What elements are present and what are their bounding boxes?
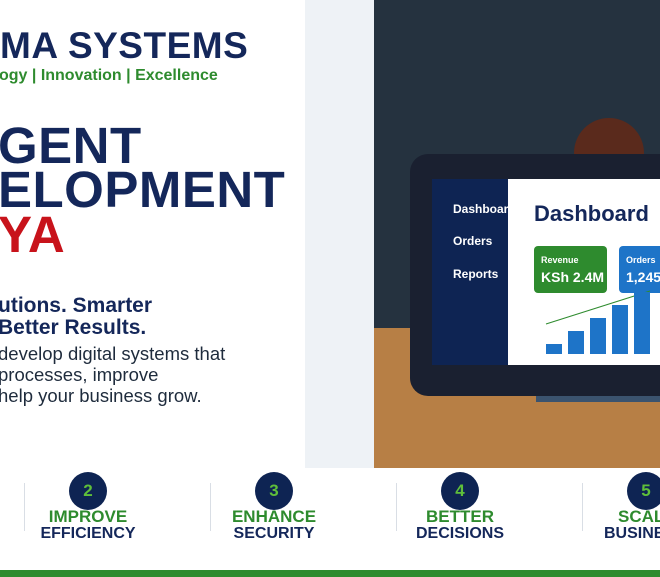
dashboard-nav-dashboard: Dashboard — [453, 202, 516, 216]
feature-number-badge: 2 — [69, 472, 107, 510]
dashboard-nav-reports: Reports — [453, 267, 499, 281]
company-name: MA SYSTEMS — [0, 25, 249, 66]
feature-number-badge: 4 — [441, 472, 479, 510]
feature-number-badge: 3 — [255, 472, 293, 510]
feature-separator — [582, 483, 583, 531]
chart-bar — [568, 331, 584, 354]
hero-title-line-1: GENT — [0, 117, 142, 174]
feature-separator — [396, 483, 397, 531]
feature-title: SCAL — [618, 507, 660, 526]
feature-title: IMPROVE — [48, 507, 128, 526]
background-strip — [305, 0, 374, 468]
feature-title: ENHANCE — [231, 507, 317, 526]
dashboard-mini-chart — [545, 290, 651, 354]
trend-line — [545, 290, 651, 325]
feature-title: BETTER — [426, 507, 494, 526]
feature-subtitle: BUSINE — [604, 525, 660, 542]
revenue-card-value: KSh 2.4M — [541, 269, 605, 285]
chart-bar — [634, 292, 650, 354]
subheading-line-2: Better Results. — [0, 316, 147, 339]
hero-title-line-3: YA — [0, 206, 66, 263]
feature-subtitle: SECURITY — [233, 525, 315, 542]
body-text-line-1: develop digital systems that — [0, 343, 226, 364]
feature-number-badge: 5 — [627, 472, 660, 510]
dashboard-nav-orders: Orders — [453, 234, 493, 248]
dashboard-main: Dashboard Revenue KSh 2.4M Orders 1,245 — [508, 179, 660, 365]
company-tagline: ogy | Innovation | Excellence — [0, 67, 218, 84]
orders-card-label: Orders — [626, 255, 656, 265]
orders-card: Orders 1,245 — [619, 246, 660, 293]
orders-card-value: 1,245 — [626, 269, 660, 285]
feature-better-decisions: 4 BETTER DECISIONS — [385, 472, 535, 552]
body-text-line-2: processes, improve — [0, 364, 159, 385]
feature-subtitle: DECISIONS — [415, 525, 504, 542]
feature-scale-business: 5 SCAL BUSINE — [571, 472, 660, 552]
feature-separator — [24, 483, 25, 531]
hero-photo: Dashboard Orders Reports Dashboard Reven… — [374, 0, 660, 468]
chart-bar — [546, 344, 562, 354]
hero-title-line-2: ELOPMENT — [0, 161, 286, 218]
bottom-accent-bar — [0, 570, 660, 577]
body-text-line-3: help your business grow. — [0, 385, 202, 406]
revenue-card: Revenue KSh 2.4M — [534, 246, 607, 293]
monitor-stand — [536, 396, 660, 402]
feature-separator — [210, 483, 211, 531]
feature-subtitle: EFFICIENCY — [40, 525, 136, 542]
chart-bar — [612, 305, 628, 354]
dashboard-sidebar — [432, 179, 508, 365]
subheading-line-1: utions. Smarter — [0, 294, 153, 317]
chart-bar — [590, 318, 606, 354]
feature-enhance-security: 3 ENHANCE SECURITY — [199, 472, 349, 552]
feature-improve-efficiency: 2 IMPROVE EFFICIENCY — [13, 472, 163, 552]
dashboard-title: Dashboard — [534, 201, 649, 226]
revenue-card-label: Revenue — [541, 255, 579, 265]
